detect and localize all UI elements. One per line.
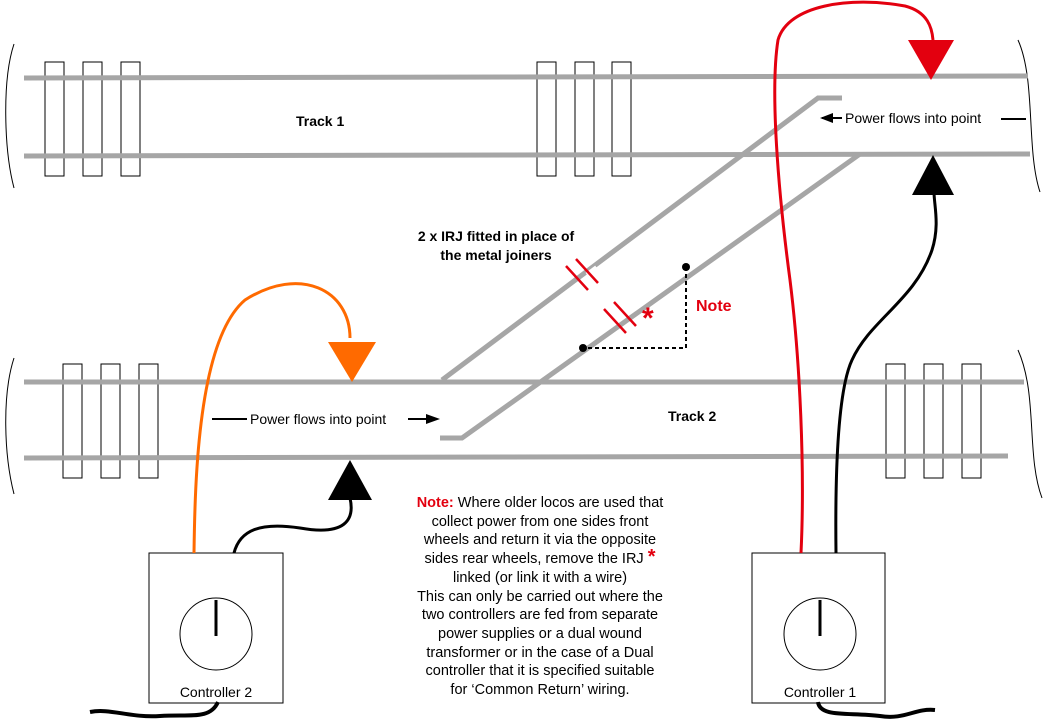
- note-line-1: Where older locos are used that: [453, 495, 664, 511]
- track-2-tie: [961, 363, 982, 479]
- crossover-rail-lower: [440, 151, 862, 441]
- track-1-tie: [574, 61, 595, 177]
- controller-1-label: Controller 1: [784, 684, 857, 700]
- note-paragraph: Note: Where older locos are used that co…: [390, 494, 690, 700]
- note-line-9: transformer or in the case of a Dual: [426, 644, 654, 661]
- controller-1-return-arrow-icon: [912, 155, 954, 195]
- power-flow-track-2: Power flows into point: [212, 411, 440, 427]
- controller-1: Controller 1: [751, 552, 886, 704]
- track-1-tie: [536, 61, 557, 177]
- controller-2-return-wire: [232, 497, 353, 554]
- track-1-label: Track 1: [296, 113, 344, 129]
- note-line-6: This can only be carried out where the: [417, 588, 663, 605]
- controller-1-box: [751, 552, 886, 704]
- track-2-tie: [923, 363, 944, 479]
- note-heading: Note:: [416, 495, 454, 511]
- note-line-11: for ‘Common Return’ wiring.: [450, 682, 630, 699]
- note-line-7: two controllers are fed from separate: [421, 607, 659, 624]
- controller-2-return-arrow-icon: [328, 460, 372, 500]
- power-flow-track-2-label: Power flows into point: [250, 411, 386, 427]
- crossover-rail-gap: [585, 265, 603, 283]
- track-2-tie: [885, 363, 906, 479]
- crossover-rail-upper: [440, 95, 842, 382]
- note-line-3: wheels and return it via the opposite: [423, 532, 657, 549]
- controller-1-feed-wire: [773, 0, 935, 554]
- track-1-left-break: [5, 43, 15, 189]
- track-2-right-break: [1017, 349, 1043, 499]
- irj-mark: [603, 308, 627, 334]
- note-line-8: power supplies or a dual wound: [438, 625, 642, 642]
- track-1-tie: [82, 61, 103, 177]
- controller-1-feed-arrow-icon: [908, 40, 954, 80]
- note-line: Note: Where older locos are used that: [390, 494, 690, 513]
- track-2-label: Track 2: [668, 408, 716, 424]
- power-flow-track-1: Power flows into point: [820, 110, 1026, 126]
- controller-2-mains-cable: [89, 701, 220, 719]
- link-point: [682, 263, 690, 271]
- controller-2-feed-wire: [192, 282, 352, 554]
- note-asterisk: *: [647, 546, 656, 569]
- track-1: [5, 39, 1041, 193]
- note-line-10: controller that it is specified suitable: [425, 663, 655, 680]
- note-marker-label: Note: [696, 298, 732, 315]
- irj-label-line-1: 2 x IRJ fitted in place of: [418, 228, 575, 244]
- note-line-5: linked (or link it with a wire): [452, 569, 628, 586]
- irj-asterisk: *: [642, 302, 654, 335]
- track-2: [5, 349, 1043, 499]
- irj-mark: [613, 301, 637, 327]
- irj-mark: [575, 258, 599, 284]
- track-2-rail-bottom: [23, 453, 1009, 461]
- irj-label-line-2: the metal joiners: [440, 247, 551, 263]
- irj-markers: [565, 258, 637, 334]
- power-flow-track-1-label: Power flows into point: [845, 110, 981, 126]
- note-line-2: collect power from one sides front: [431, 513, 649, 530]
- track-1-tie: [611, 61, 632, 177]
- dotted-link-line: [583, 267, 687, 349]
- track-2-tie: [100, 363, 121, 479]
- track-1-tie: [120, 61, 141, 177]
- controller-1-return-wire: [834, 191, 938, 554]
- optional-link: [579, 263, 690, 352]
- irj-mark: [565, 265, 589, 291]
- track-1-right-break: [1017, 39, 1041, 193]
- controller-2-feed-arrow-icon: [328, 342, 376, 382]
- track-1-rail-top: [23, 73, 1029, 81]
- note-line: sides rear wheels, remove the IRJ *: [390, 547, 690, 569]
- controller-2-label: Controller 2: [180, 684, 253, 700]
- controller-2: Controller 2: [148, 552, 284, 704]
- crossover-point: [440, 95, 862, 441]
- power-flow-left-arrow-icon: [820, 113, 833, 123]
- link-point: [579, 344, 587, 352]
- track-2-tie: [62, 363, 83, 479]
- track-1-tie: [44, 61, 65, 177]
- track-1-rail-bottom: [23, 151, 1031, 159]
- track-2-tie: [138, 363, 159, 479]
- track-2-left-break: [5, 357, 15, 495]
- power-flow-right-arrow-icon: [426, 414, 440, 424]
- controller-1-mains-cable: [816, 701, 936, 719]
- note-line-4: sides rear wheels, remove the IRJ: [424, 551, 648, 568]
